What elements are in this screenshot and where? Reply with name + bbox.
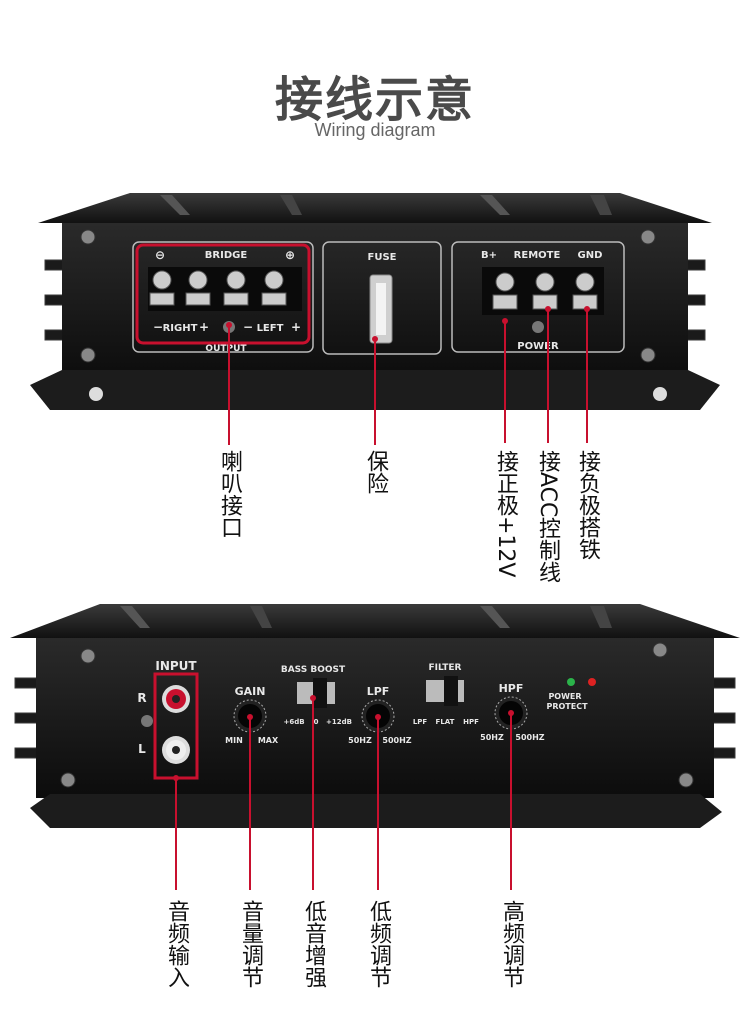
svg-text:−: − — [153, 320, 163, 334]
svg-text:−: − — [243, 320, 253, 334]
callout-line — [510, 713, 512, 890]
remote-label: REMOTE — [514, 250, 561, 261]
filter-label: FILTER — [429, 663, 462, 673]
lpf-500-label: 500HZ — [382, 736, 411, 745]
svg-text:+: + — [199, 320, 209, 334]
filter-hpf-label: HPF — [463, 718, 479, 726]
power-label: POWER — [517, 341, 559, 352]
gain-min-label: MIN — [225, 736, 243, 745]
audio-input-label: 音频输入 — [164, 900, 189, 988]
callout-line — [312, 698, 314, 890]
page-subtitle: Wiring diagram — [314, 120, 436, 140]
page-title: 接线示意 — [274, 72, 475, 128]
callout-line — [377, 717, 379, 890]
lpf-label: LPF — [367, 685, 390, 698]
bass-12db-label: +12dB — [326, 718, 352, 726]
svg-text:⊕: ⊕ — [285, 248, 295, 262]
left-label: LEFT — [257, 323, 284, 334]
rca-input-left[interactable] — [162, 736, 190, 764]
acc-callout-label: 接ACC控制线 — [535, 450, 560, 584]
lpf-50-label: 50HZ — [348, 736, 372, 745]
callout-line — [228, 325, 230, 445]
output-label: OUTPUT — [205, 344, 247, 354]
positive-callout-label: 接正极+12V — [493, 450, 518, 578]
volume-adjust-label: 音量调节 — [238, 900, 263, 988]
svg-text:+: + — [291, 320, 301, 334]
bass-6db-label: +6dB — [283, 718, 304, 726]
speaker-terminal-block — [148, 267, 302, 311]
callout-line — [504, 321, 506, 443]
hpf-50-label: 50HZ — [480, 733, 504, 742]
l-label: L — [138, 742, 146, 756]
right-label: RIGHT — [163, 323, 198, 334]
rca-input-right[interactable] — [162, 685, 190, 713]
bass-0-label: 0 — [314, 718, 319, 726]
ground-callout-label: 接负极搭铁 — [575, 450, 600, 560]
r-label: R — [137, 691, 146, 705]
callout-line — [175, 778, 177, 890]
high-freq-label: 高频调节 — [499, 900, 524, 988]
hpf-label: HPF — [499, 682, 524, 695]
filter-lpf-label: LPF — [413, 718, 428, 726]
gnd-label: GND — [578, 250, 603, 261]
protect-led-label: PROTECT — [546, 702, 588, 711]
power-led — [567, 678, 575, 686]
power-led-label: POWER — [548, 692, 581, 701]
gain-label: GAIN — [235, 685, 266, 698]
callout-line — [586, 309, 588, 443]
bass-boost-label: BASS BOOST — [281, 665, 346, 675]
protect-led — [588, 678, 596, 686]
bridge-label: BRIDGE — [205, 250, 248, 261]
input-label: INPUT — [155, 659, 197, 673]
hpf-500-label: 500HZ — [515, 733, 544, 742]
low-freq-label: 低频调节 — [366, 900, 391, 988]
callout-line — [249, 717, 251, 890]
callout-line — [547, 309, 549, 443]
b-plus-label: B+ — [481, 250, 497, 261]
callout-line — [374, 339, 376, 445]
bass-boost-callout-label: 低音增强 — [301, 900, 326, 988]
gain-max-label: MAX — [258, 736, 279, 745]
power-terminal-block — [482, 267, 604, 315]
svg-text:⊖: ⊖ — [155, 248, 165, 262]
fuse-label: FUSE — [368, 252, 397, 263]
speaker-interface-label: 喇叭接口 — [217, 450, 242, 538]
fuse-callout-label: 保险 — [363, 450, 388, 494]
filter-flat-label: FLAT — [436, 718, 455, 726]
